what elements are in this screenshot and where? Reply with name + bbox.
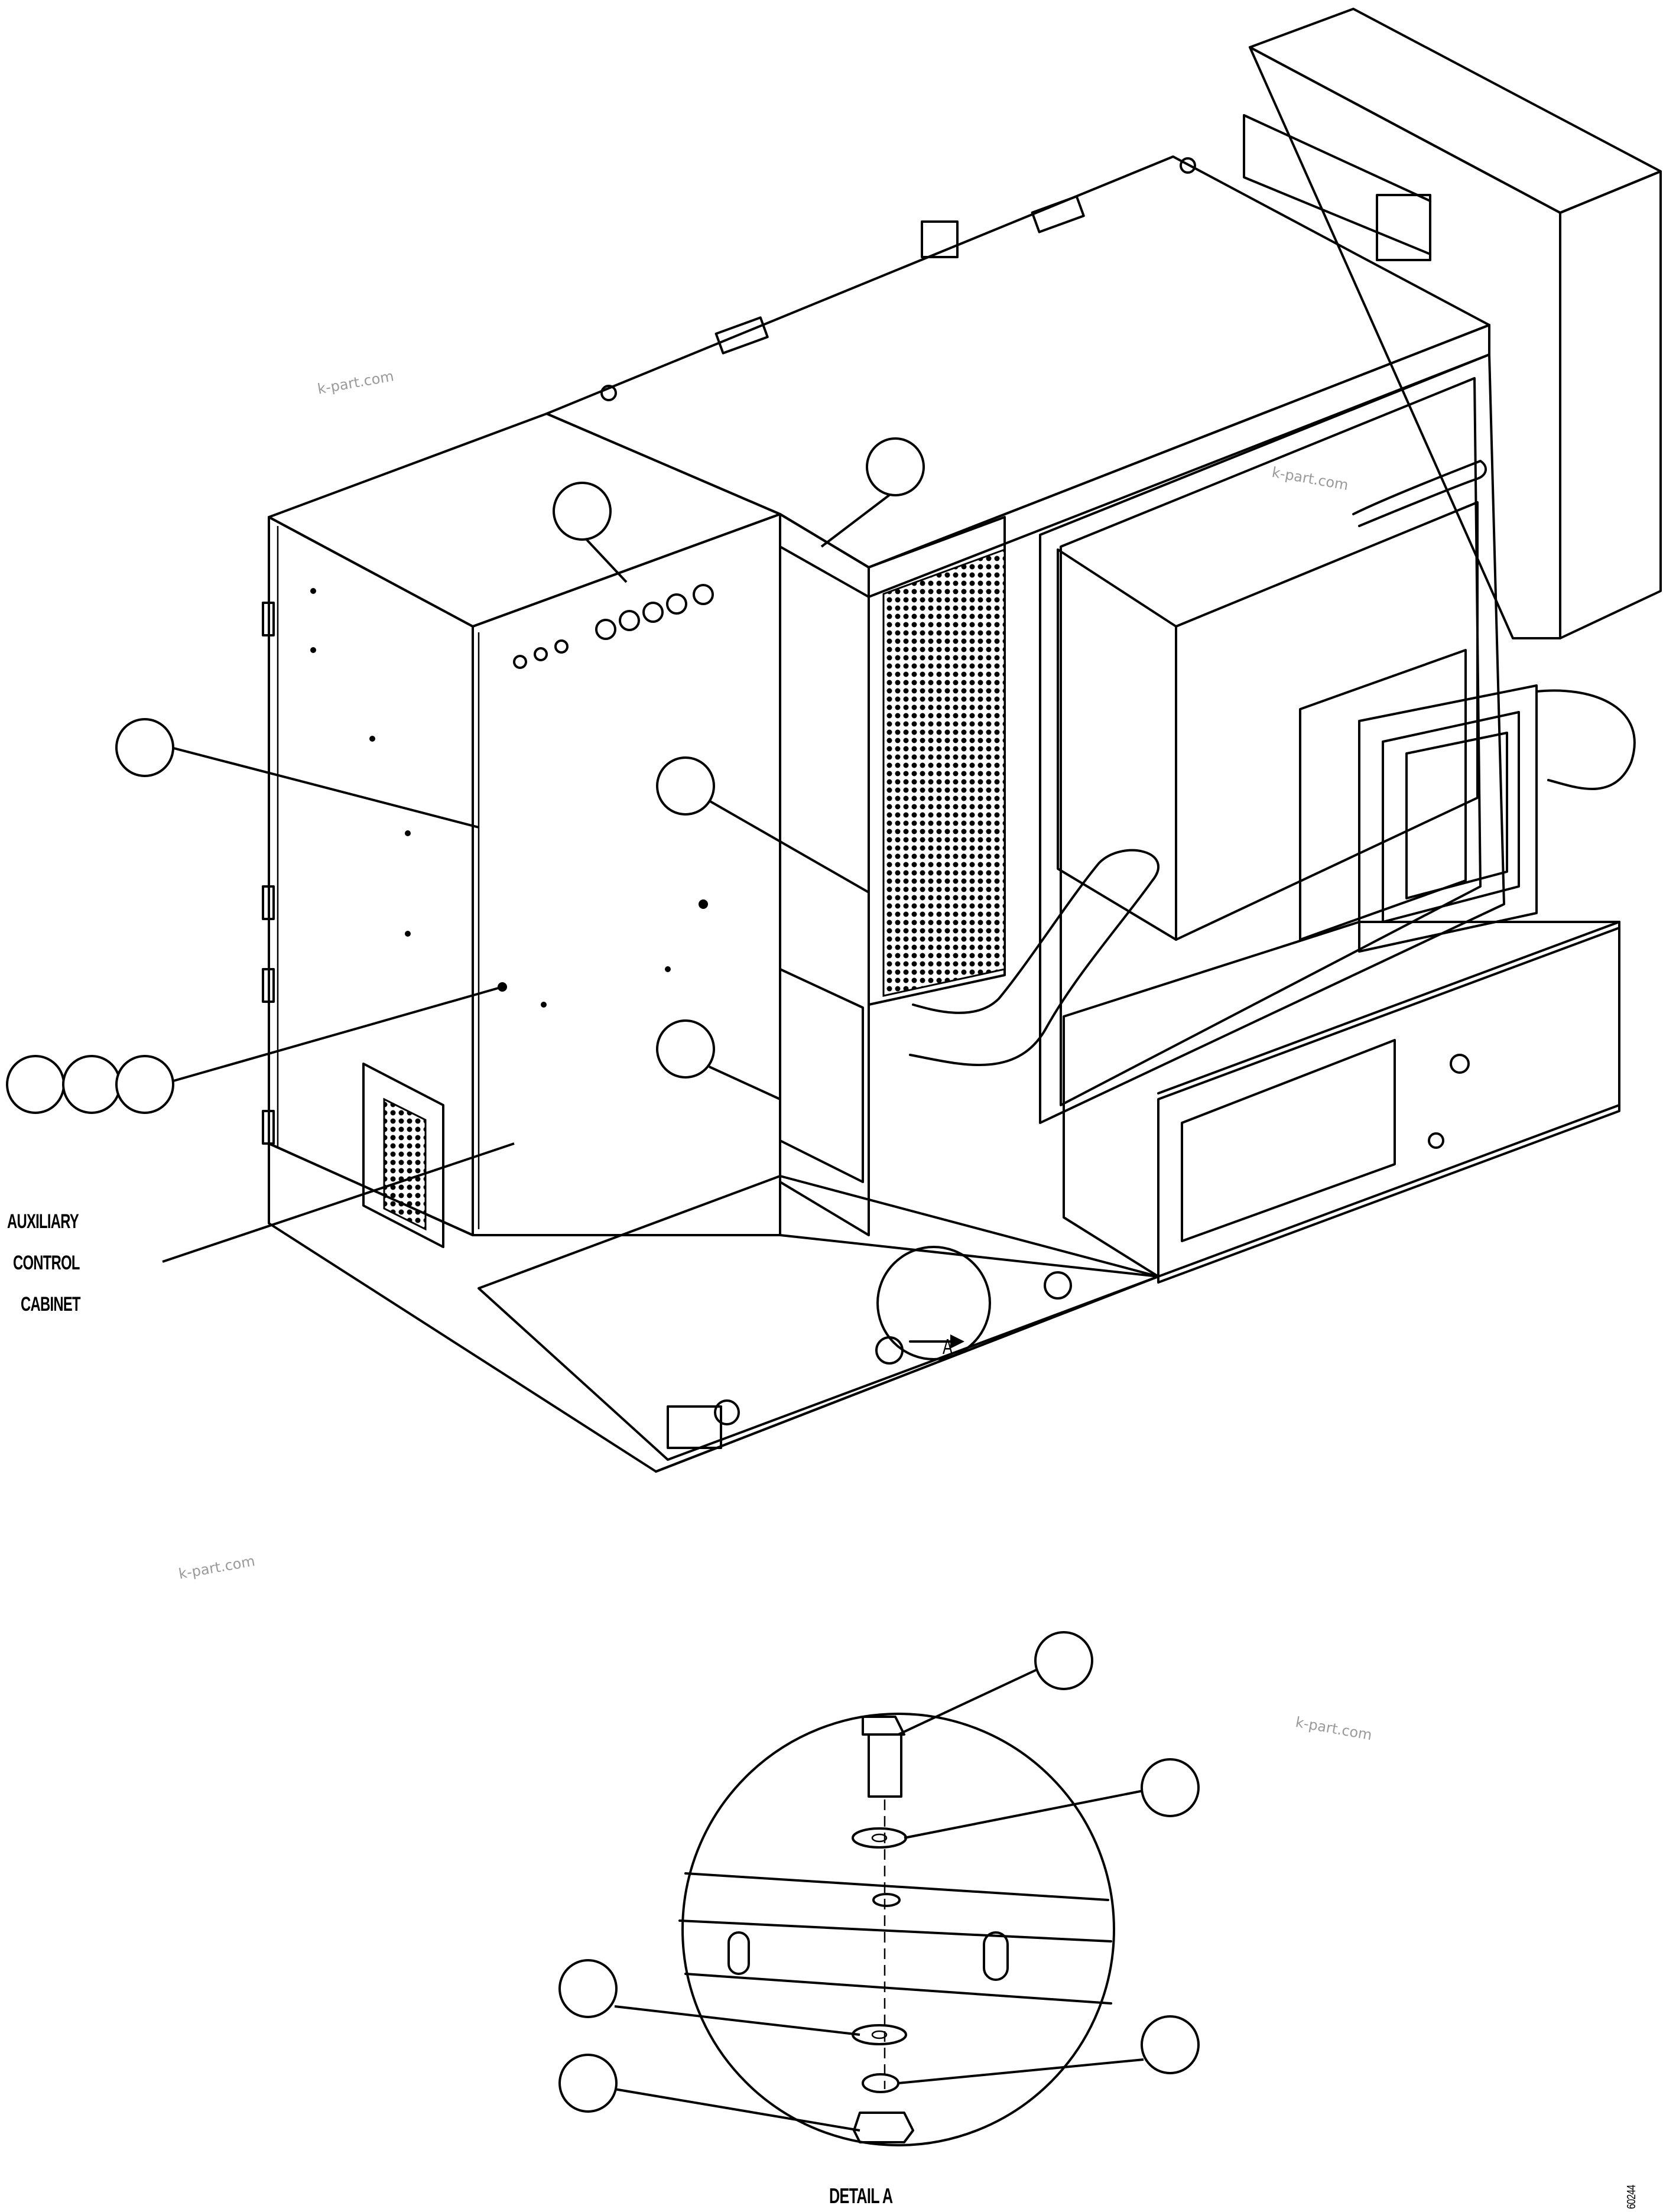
base-equipment-box	[1063, 921, 1620, 1284]
hex-nut	[853, 2112, 914, 2143]
lock-washer	[862, 2073, 899, 2093]
main-enclosure-roof	[545, 155, 1490, 598]
callout-balloons	[6, 437, 1200, 2132]
flexible-hose	[909, 689, 1636, 1067]
balloon-1	[553, 482, 612, 541]
bolt	[862, 1716, 905, 1798]
detail-a-callout	[876, 1246, 991, 1360]
aux-cabinet-label-line1: AUXILIARY	[7, 1210, 79, 1233]
mesh-screen-panel	[779, 513, 1006, 1236]
detail-a-caption: DETAIL A	[829, 2184, 893, 2208]
base-skid	[268, 1142, 1159, 1473]
flat-washer-bottom	[852, 2024, 907, 2045]
detail-a-view	[678, 1713, 1115, 2146]
balloon-12	[1141, 2015, 1200, 2074]
main-assembly	[262, 8, 1662, 1473]
balloon-3	[115, 718, 174, 777]
balloon-10	[1141, 1758, 1200, 1817]
detail-a-marker: A	[943, 1334, 953, 1359]
aux-cabinet-label-line2: CONTROL	[13, 1252, 80, 1274]
balloon-13	[558, 2054, 618, 2113]
knockout-holes	[513, 584, 714, 669]
balloon-7	[62, 1055, 121, 1114]
flat-washer-top	[852, 1827, 907, 1849]
duct-flange	[1299, 649, 1538, 953]
balloon-4	[656, 756, 715, 816]
balloon-11	[558, 1959, 618, 2018]
right-enclosure	[1039, 353, 1505, 1124]
balloon-5	[656, 1019, 715, 1079]
balloon-8	[115, 1055, 174, 1114]
rear-upper-housing	[1243, 8, 1662, 639]
figure-id: 60244	[1625, 2185, 1638, 2210]
auxiliary-control-cabinet	[262, 412, 781, 1248]
balloon-6	[6, 1055, 65, 1114]
aux-cabinet-label-line3: CABINET	[21, 1293, 81, 1315]
balloon-9	[1034, 1631, 1093, 1690]
balloon-2	[866, 437, 925, 496]
